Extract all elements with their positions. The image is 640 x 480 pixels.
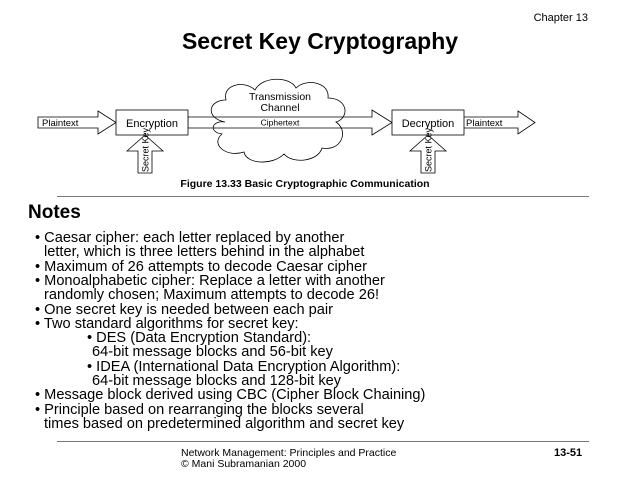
note-line: • Maximum of 26 attempts to decode Caesa… [35,258,368,275]
decryption-label: Decryption [402,118,455,130]
footer-book-title: Network Management: Principles and Pract… [181,447,397,459]
decryption-box [391,109,465,136]
note-line: • Caesar cipher: each letter replaced by… [35,230,345,246]
channel-label-line2: Channel [260,102,299,114]
encryption-label: Encryption [126,118,178,130]
footer-divider [57,441,589,442]
plaintext-out-arrow [462,110,536,135]
note-subline: 64-bit message blocks and 56-bit key [92,344,333,361]
channel-label-line1: Transmission [249,91,311,103]
secret-key-left-arrow [125,134,165,174]
note-line: • Principle based on rearranging the blo… [35,401,364,418]
note-line: • One secret key is needed between each … [35,301,333,318]
plaintext-in-arrow [37,110,117,135]
ciphertext-arrow [187,109,393,136]
secret-key-right-arrow [408,134,448,174]
plaintext-in-label: Plaintext [42,118,79,129]
note-subline: 64-bit message blocks and 128-bit key [92,373,342,389]
note-line: randomly chosen; Maximum attempts to dec… [44,287,380,304]
note-line: • Two standard algorithms for secret key… [35,315,299,332]
secret-key-left-label: Secret Key [141,127,151,172]
page-number: 13-51 [554,447,583,459]
footer-copyright: © Mani Subramanian 2000 [181,458,307,470]
note-line: letter, which is three letters behind in… [44,244,365,261]
note-line: • Message block derived using CBC (Ciphe… [35,387,426,404]
encryption-box [115,109,189,136]
page-title: Secret Key Cryptography [181,28,459,54]
cloud-shape [210,78,346,163]
cryptographic-communication-diagram: Plaintext Encryption Transmission Channe… [37,78,536,174]
figure-caption: Figure 13.33 Basic Cryptographic Communi… [180,178,430,190]
note-subline: • DES (Data Encryption Standard): [87,330,312,347]
note-line: • Monoalphabetic cipher: Replace a lette… [35,272,385,289]
ciphertext-label: Ciphertext [261,118,300,128]
secret-key-right-label: Secret Key [424,127,434,172]
chapter-label: Chapter 13 [533,12,588,24]
note-line: times based on predetermined algorithm a… [44,415,405,432]
plaintext-out-label: Plaintext [466,118,503,129]
notes-heading: Notes [28,202,81,223]
caption-divider [57,196,589,197]
note-subline: • IDEA (International Data Encryption Al… [87,358,401,375]
